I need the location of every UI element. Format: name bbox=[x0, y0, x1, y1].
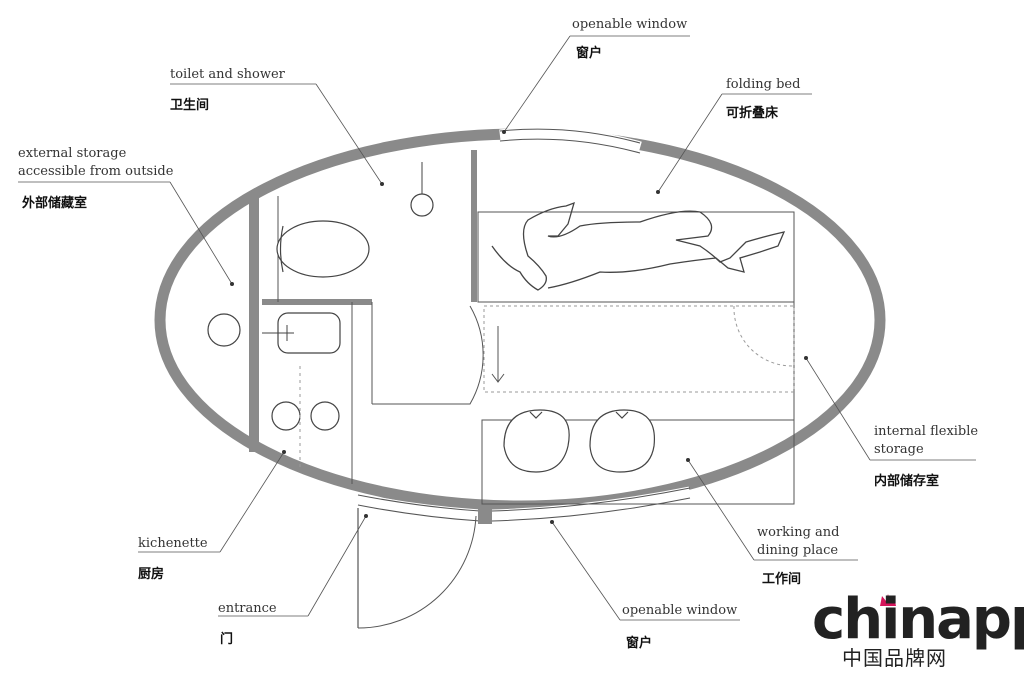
working-label-1: working and bbox=[757, 525, 840, 540]
chinapp-logo: chinapp 中国品牌网 bbox=[812, 590, 1024, 671]
crown-icon bbox=[880, 594, 896, 606]
entrance-label: entrance bbox=[218, 601, 277, 616]
external-storage-label-2: accessible from outside bbox=[18, 164, 174, 179]
leader-lines bbox=[18, 35, 976, 621]
internal-storage-label-zh: 内部储存室 bbox=[874, 474, 940, 489]
kitchenette-label: kichenette bbox=[138, 536, 208, 551]
toilet-bowl bbox=[276, 220, 370, 278]
kitchenette-label-zh: 厨房 bbox=[138, 567, 165, 582]
bottom-window-frame-b bbox=[357, 497, 691, 522]
top-window-gap bbox=[499, 127, 642, 155]
logo-word: chinapp bbox=[812, 587, 1024, 652]
window-top-label-zh: 窗户 bbox=[576, 46, 603, 61]
entrance-door-swing bbox=[357, 515, 477, 629]
internal-storage-label-2: storage bbox=[874, 442, 924, 457]
entrance-label-zh: 门 bbox=[220, 632, 234, 647]
window-bottom-label: openable window bbox=[622, 603, 738, 618]
external-storage-label-1: external storage bbox=[18, 146, 127, 161]
shower-drain bbox=[410, 193, 434, 217]
working-label-zh: 工作间 bbox=[762, 572, 802, 587]
folded-bed-outline bbox=[483, 305, 795, 393]
folding-bed-label-zh: 可折叠床 bbox=[726, 106, 779, 121]
burner-1 bbox=[271, 401, 301, 431]
figure-outline bbox=[491, 201, 786, 291]
toilet-label: toilet and shower bbox=[170, 67, 285, 82]
leader-dots bbox=[230, 130, 808, 524]
storage-tank bbox=[207, 313, 241, 347]
working-label-2: dining place bbox=[757, 543, 839, 558]
bottom-window-gap bbox=[356, 486, 692, 523]
top-window-frame-a bbox=[499, 128, 641, 144]
burner-2 bbox=[310, 401, 340, 431]
logo-subtitle: 中国品牌网 bbox=[842, 646, 947, 670]
toilet-door bbox=[372, 305, 484, 405]
door-post bbox=[478, 508, 492, 524]
window-bottom-label-zh: 窗户 bbox=[626, 636, 653, 651]
internal-storage-door bbox=[733, 305, 793, 367]
chair-1 bbox=[503, 409, 570, 473]
window-top-label: openable window bbox=[572, 17, 688, 32]
folding-bed-label: folding bed bbox=[726, 77, 801, 92]
external-storage-label-zh: 外部储藏室 bbox=[22, 196, 88, 211]
top-window-frame-b bbox=[499, 138, 641, 154]
internal-storage-label-1: internal flexible bbox=[874, 424, 979, 439]
chair-2 bbox=[589, 409, 656, 473]
toilet-label-zh: 卫生间 bbox=[170, 98, 210, 113]
